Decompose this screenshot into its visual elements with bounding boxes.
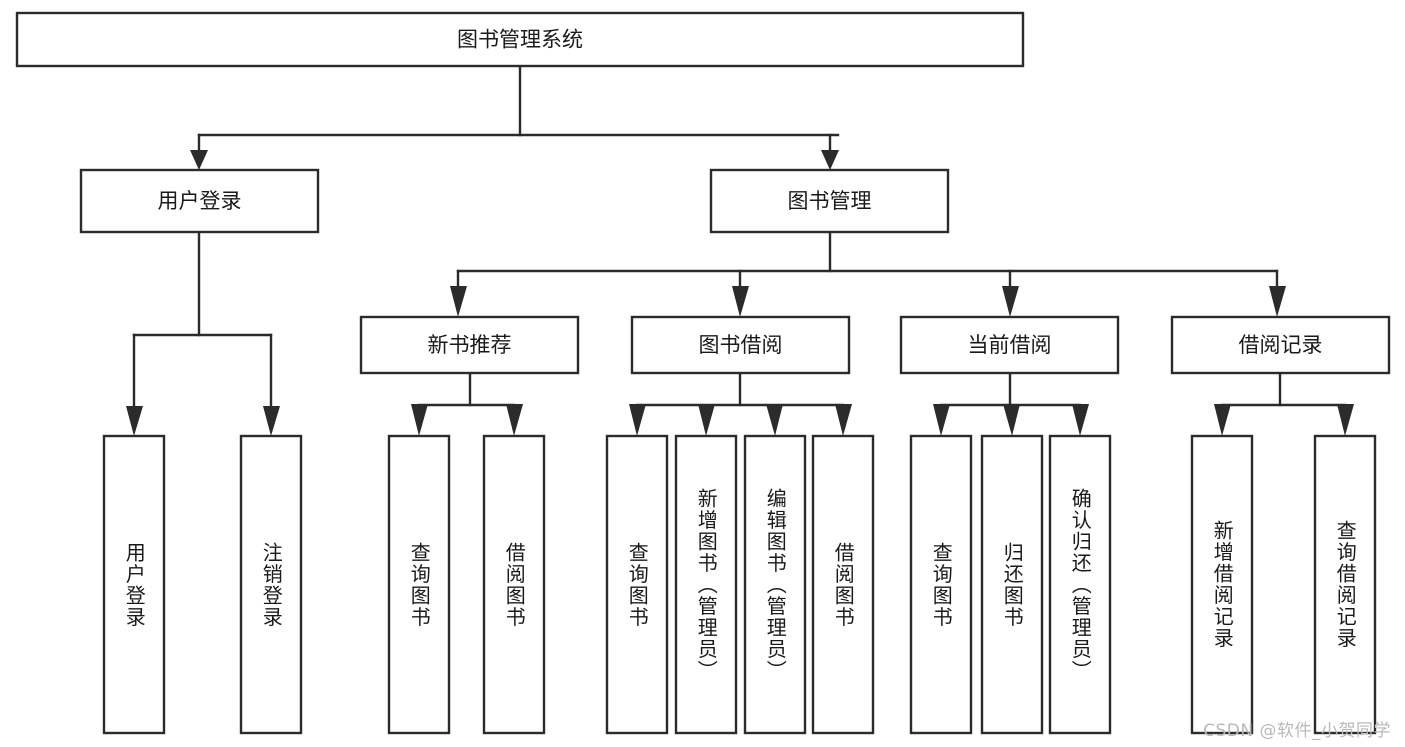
arrow-cb-leaf-3 [1072, 404, 1089, 436]
node-box-new-book-recommend[interactable] [359, 315, 580, 375]
arrow-root-to-book-management [821, 150, 839, 170]
arrow-bb-leaf-3 [766, 404, 783, 436]
node-label-book-borrow: 图书借阅 [699, 333, 783, 357]
node-book-borrow[interactable]: 图书借阅 [630, 315, 851, 375]
watermark-text: CSDN @软件_小贺同学 [1203, 721, 1391, 741]
node-box-current-borrow[interactable] [899, 315, 1120, 375]
node-label-root: 图书管理系统 [457, 28, 583, 52]
arrow-ul-leaf-2 [263, 406, 280, 436]
arrow-br-leaf-1 [1214, 404, 1231, 436]
node-label-current-borrow: 当前借阅 [968, 333, 1052, 357]
arrow-br-leaf-2 [1337, 404, 1354, 436]
arrow-bb-leaf-2 [698, 404, 715, 436]
arrow-nbr-leaf-1 [411, 404, 428, 436]
node-leaf-return-book[interactable] [980, 434, 1044, 735]
arrow-nbr-leaf-2 [506, 404, 523, 436]
arrow-root-to-user-login [190, 150, 208, 170]
node-label-user-login: 用户登录 [158, 189, 242, 213]
arrow-bm-to-current-borrow [1002, 286, 1019, 317]
node-label-book-management: 图书管理 [788, 189, 872, 213]
node-leaf-add-borrow-record[interactable] [1190, 434, 1254, 735]
node-leaf-logout-login[interactable] [239, 434, 303, 735]
node-label-new-book-recommend: 新书推荐 [428, 333, 512, 357]
arrow-bm-to-borrow-record [1269, 286, 1286, 317]
arrow-cb-leaf-1 [933, 404, 950, 436]
arrow-bm-to-book-borrow [732, 286, 749, 317]
node-current-borrow[interactable]: 当前借阅 [899, 315, 1120, 375]
node-box-leaf-query-book-borrow[interactable] [605, 434, 669, 735]
node-leaf-query-book-borrow[interactable] [605, 434, 669, 735]
node-box-leaf-return-book[interactable] [980, 434, 1044, 735]
node-box-leaf-query-book-current[interactable] [909, 434, 973, 735]
node-leaf-user-login[interactable] [102, 434, 166, 735]
node-box-leaf-edit-book[interactable] [743, 434, 807, 735]
node-borrow-record[interactable]: 借阅记录 [1170, 315, 1391, 375]
node-leaf-query-book-new[interactable] [387, 434, 451, 735]
node-leaf-add-book[interactable] [674, 434, 738, 735]
node-leaf-borrow-book[interactable] [811, 434, 875, 735]
node-box-leaf-confirm-return[interactable] [1048, 434, 1112, 735]
node-label-borrow-record: 借阅记录 [1239, 333, 1323, 357]
node-box-user-login[interactable] [79, 168, 320, 234]
node-book-management[interactable]: 图书管理 [709, 168, 950, 234]
arrow-bb-leaf-4 [835, 404, 852, 436]
node-box-leaf-borrow-book-new[interactable] [482, 434, 546, 735]
arrow-bb-leaf-1 [629, 404, 646, 436]
node-box-root[interactable] [15, 11, 1025, 68]
node-leaf-query-book-current[interactable] [909, 434, 973, 735]
node-box-leaf-query-book-new[interactable] [387, 434, 451, 735]
node-user-login[interactable]: 用户登录 [79, 168, 320, 234]
node-box-leaf-user-login[interactable] [102, 434, 166, 735]
node-box-leaf-query-borrow-record[interactable] [1313, 434, 1377, 735]
node-leaf-confirm-return[interactable] [1048, 434, 1112, 735]
node-box-leaf-add-borrow-record[interactable] [1190, 434, 1254, 735]
node-leaf-edit-book[interactable] [743, 434, 807, 735]
node-box-leaf-logout-login[interactable] [239, 434, 303, 735]
node-new-book-recommend[interactable]: 新书推荐 [359, 315, 580, 375]
node-box-book-management[interactable] [709, 168, 950, 234]
node-box-leaf-add-book[interactable] [674, 434, 738, 735]
arrow-cb-leaf-2 [1003, 404, 1020, 436]
arrow-ul-leaf-1 [126, 406, 143, 436]
node-root[interactable]: 图书管理系统 [15, 11, 1025, 68]
node-box-borrow-record[interactable] [1170, 315, 1391, 375]
node-leaf-borrow-book-new[interactable] [482, 434, 546, 735]
node-box-leaf-borrow-book[interactable] [811, 434, 875, 735]
node-leaf-query-borrow-record[interactable] [1313, 434, 1377, 735]
connectors-layer [126, 64, 1354, 436]
node-box-book-borrow[interactable] [630, 315, 851, 375]
arrow-bm-to-new-book [450, 286, 467, 317]
